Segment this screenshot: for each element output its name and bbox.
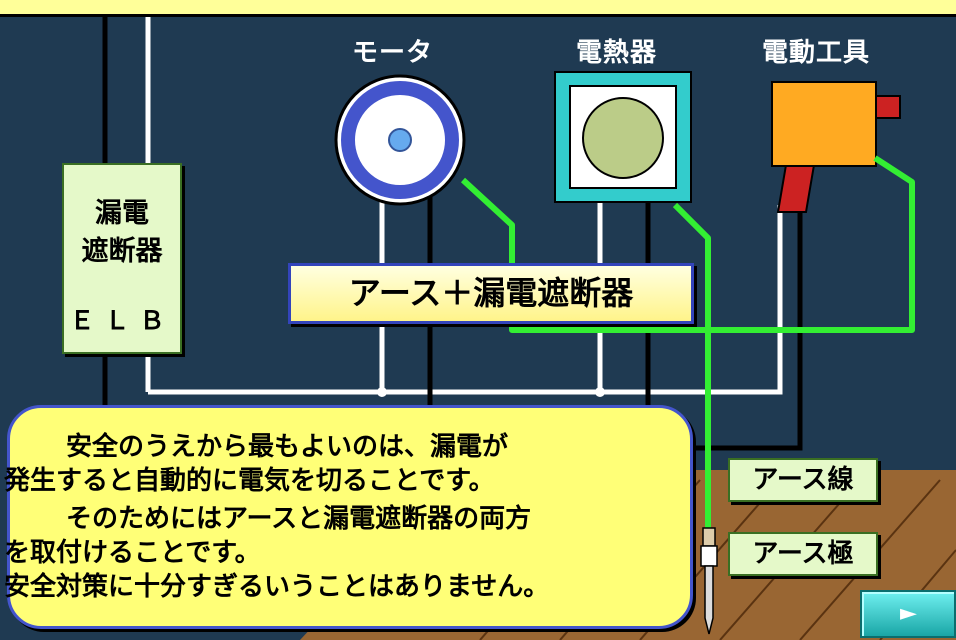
callout-line: そのためにはアースと漏電遮断器の両方 <box>66 504 532 534</box>
ground-wire-label: アース線 <box>728 458 878 502</box>
callout-line: 発生すると自動的に電気を切ることです。 <box>4 466 495 496</box>
junction-dot <box>595 387 605 397</box>
white-bus <box>148 205 783 395</box>
callout-line: を取付けることです。 <box>4 538 261 568</box>
elb-box: 漏電 遮断器 ＥＬＢ <box>62 163 182 354</box>
ground-rod-clamp <box>702 527 716 547</box>
explanation-callout: 安全のうえから最もよいのは、漏電が 発生すると自動的に電気を切ることです。 その… <box>4 405 693 629</box>
heater-label: 電熱器 <box>576 38 658 68</box>
play-triangle-icon: ► <box>900 601 917 626</box>
tool-chuck <box>875 95 901 119</box>
tool-body <box>771 81 877 167</box>
motor-label: モータ <box>352 38 434 68</box>
elb-label-line3: ＥＬＢ <box>69 306 175 335</box>
tool-black-lead <box>688 210 803 451</box>
heater-element <box>582 97 664 179</box>
ground-rod-head <box>700 545 718 567</box>
motor-shaft <box>388 128 412 152</box>
junction-dot <box>377 387 387 397</box>
ground-rod <box>704 565 714 635</box>
ground-rod-label: アース極 <box>728 532 878 576</box>
callout-line: 安全対策に十分すぎるいうことはありません。 <box>4 572 550 602</box>
next-button[interactable]: ► <box>860 590 956 638</box>
top-banner <box>0 0 956 17</box>
title-box: アース＋漏電遮断器 <box>288 263 694 324</box>
callout-line: 安全のうえから最もよいのは、漏電が <box>66 432 509 462</box>
elb-label-line2: 遮断器 <box>81 236 163 267</box>
ground-wire <box>460 155 915 530</box>
elb-label-line1: 漏電 <box>95 198 149 229</box>
power-tool-label: 電動工具 <box>762 38 871 68</box>
